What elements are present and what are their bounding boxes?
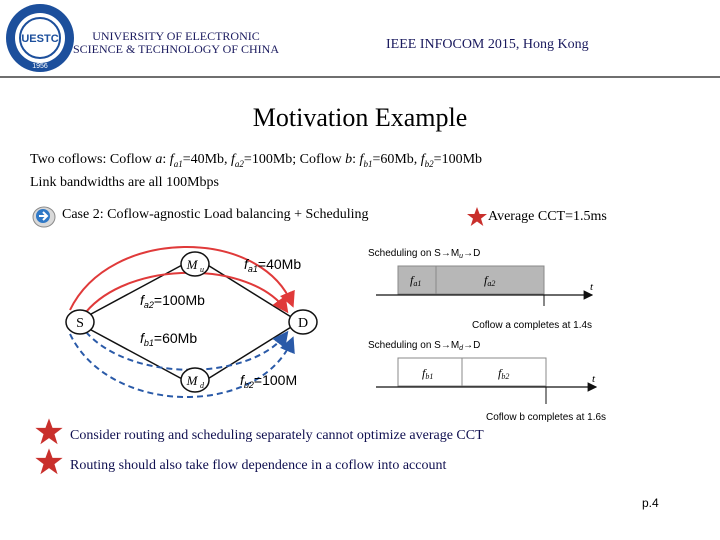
top-axis-t: t — [590, 281, 594, 293]
bottom-caption: Coflow b completes at 1.6s — [486, 412, 606, 423]
star-icon — [467, 207, 487, 226]
coflow-b-label: b — [345, 152, 353, 167]
flow-subscript: b1 — [363, 158, 373, 169]
text-fragment: Two coflows: Coflow — [30, 152, 156, 167]
bullet-1: Consider routing and scheduling separate… — [70, 428, 484, 443]
node-mu-sub: u — [200, 265, 204, 274]
flow-subscript: b2 — [424, 158, 434, 169]
fa2-label: fa2=100Mb — [140, 292, 205, 310]
top-caption: Coflow a completes at 1.4s — [472, 320, 592, 331]
flow-symbol: f — [231, 152, 235, 167]
fb2-label: fb2=100M — [240, 372, 297, 390]
flow-symbol: f — [420, 152, 425, 167]
slide-title: Motivation Example — [252, 103, 468, 132]
arrow-bullet-icon — [32, 206, 56, 228]
flow-value: =40Mb, — [182, 152, 232, 167]
flow-value: =60Mb, — [372, 152, 421, 167]
page-number: p.4 — [642, 496, 659, 510]
header-divider — [0, 76, 720, 78]
logo-year: 1956 — [32, 63, 48, 70]
bottom-schedule-label: Scheduling on S→Md→D — [368, 340, 480, 352]
node-d — [288, 309, 318, 335]
node-mu-label: M — [186, 257, 199, 272]
university-logo: UESTC 1956 — [6, 4, 74, 72]
flow-value: =100Mb — [433, 152, 483, 167]
node-md — [180, 367, 210, 393]
block-fb2 — [461, 357, 547, 387]
fb1-label: fb1=60Mb — [140, 330, 197, 348]
blue-path-fb2 — [69, 333, 295, 398]
node-mu — [180, 251, 210, 277]
top-schedule-label: Scheduling on S→Mu→D — [368, 248, 480, 260]
block-fa1 — [397, 265, 437, 295]
link-bandwidth-text: Link bandwidths are all 100Mbps — [30, 175, 219, 190]
node-md-sub: d — [200, 381, 205, 390]
node-d-label: D — [298, 316, 308, 331]
block-fa2 — [435, 265, 545, 295]
flow-subscript: a1 — [173, 158, 183, 169]
university-line1: UNIVERSITY OF ELECTRONIC — [92, 29, 260, 43]
fa1-label: fa1=40Mb — [244, 256, 301, 274]
scheduling-timeline: Scheduling on S→Mu→D fa1 fa2 t Coflow a … — [368, 248, 606, 423]
node-s-label: S — [76, 316, 84, 331]
node-md-label: M — [186, 373, 199, 388]
bullet-2: Routing should also take flow dependence… — [70, 458, 447, 473]
case-label: Case 2: Coflow-agnostic Load balancing +… — [62, 207, 369, 222]
flow-subscript: a2 — [234, 158, 244, 169]
university-line2: SCIENCE & TECHNOLOGY OF CHINA — [72, 42, 279, 56]
star-icon — [35, 418, 63, 445]
university-name: UNIVERSITY OF ELECTRONIC SCIENCE & TECHN… — [56, 30, 296, 56]
block-fa2-label: fa2 — [484, 273, 495, 288]
coflow-a-label: a — [155, 152, 163, 167]
node-s — [65, 309, 95, 335]
bottom-axis-t: t — [592, 373, 596, 385]
block-fb2-label: fb2 — [498, 366, 509, 381]
block-fb1-label: fb1 — [422, 366, 433, 381]
text-fragment: : — [162, 152, 170, 167]
network-diagram: S D M u M d fa1=40Mb fa2=100Mb fb1=60Mb … — [65, 246, 318, 398]
logo-text: UESTC — [21, 33, 58, 45]
flow-symbol: f — [169, 152, 174, 167]
coflow-description: Two coflows: Coflow a: fa1=40Mb, fa2=100… — [30, 152, 482, 169]
flow-value: =100Mb; Coflow — [243, 152, 346, 167]
flow-symbol: f — [359, 152, 364, 167]
average-cct: Average CCT=1.5ms — [488, 209, 607, 224]
text-fragment: : — [352, 152, 360, 167]
block-fa1-label: fa1 — [410, 273, 421, 288]
conference-name: IEEE INFOCOM 2015, Hong Kong — [386, 37, 589, 52]
star-icon — [35, 448, 63, 475]
red-path-fa1 — [69, 246, 295, 311]
